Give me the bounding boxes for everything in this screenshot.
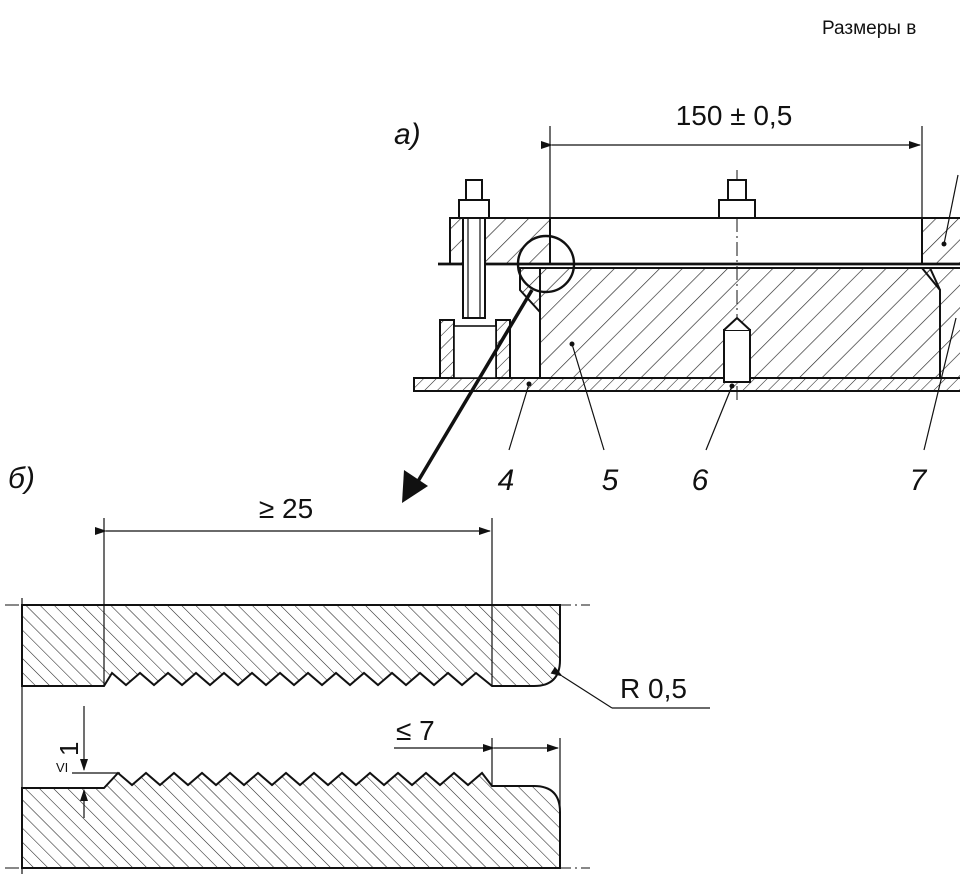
base-plate: [413, 377, 960, 392]
detail-circle: [516, 234, 576, 294]
view-b: б) ≥ 25 R 0,5 ≤ 7: [5, 462, 710, 874]
left-bolt: [458, 179, 490, 319]
callout-6: 6: [692, 464, 709, 497]
callout-7: 7: [910, 464, 928, 497]
dimension-150: 150 ± 0,5: [541, 100, 923, 222]
view-a: а) 150 ± 0,5: [394, 100, 960, 503]
units-note: Размеры в: [822, 18, 916, 39]
radius-text: R 0,5: [620, 673, 687, 704]
detail-arrow: [412, 289, 534, 489]
view-b-label: б): [8, 462, 35, 495]
callout-4: 4: [498, 464, 515, 497]
roughness-class: VI: [56, 760, 68, 775]
dimension-7-text: ≤ 7: [396, 715, 435, 746]
bottom-jaw: [21, 771, 561, 869]
dimension-150-text: 150 ± 0,5: [676, 100, 793, 131]
callout-5: 5: [602, 464, 619, 497]
top-jaw: [21, 604, 561, 687]
view-a-label: а): [394, 118, 421, 151]
roughness-value: 1: [54, 742, 84, 756]
dimension-25-text: ≥ 25: [259, 493, 313, 524]
dimension-25: ≥ 25: [95, 493, 493, 686]
radius-callout: R 0,5: [550, 666, 710, 709]
left-spacer: [439, 319, 511, 379]
center-bolt: [718, 170, 756, 400]
roughness-mark: 1 VI: [54, 706, 120, 818]
dimension-7: ≤ 7: [394, 715, 561, 868]
